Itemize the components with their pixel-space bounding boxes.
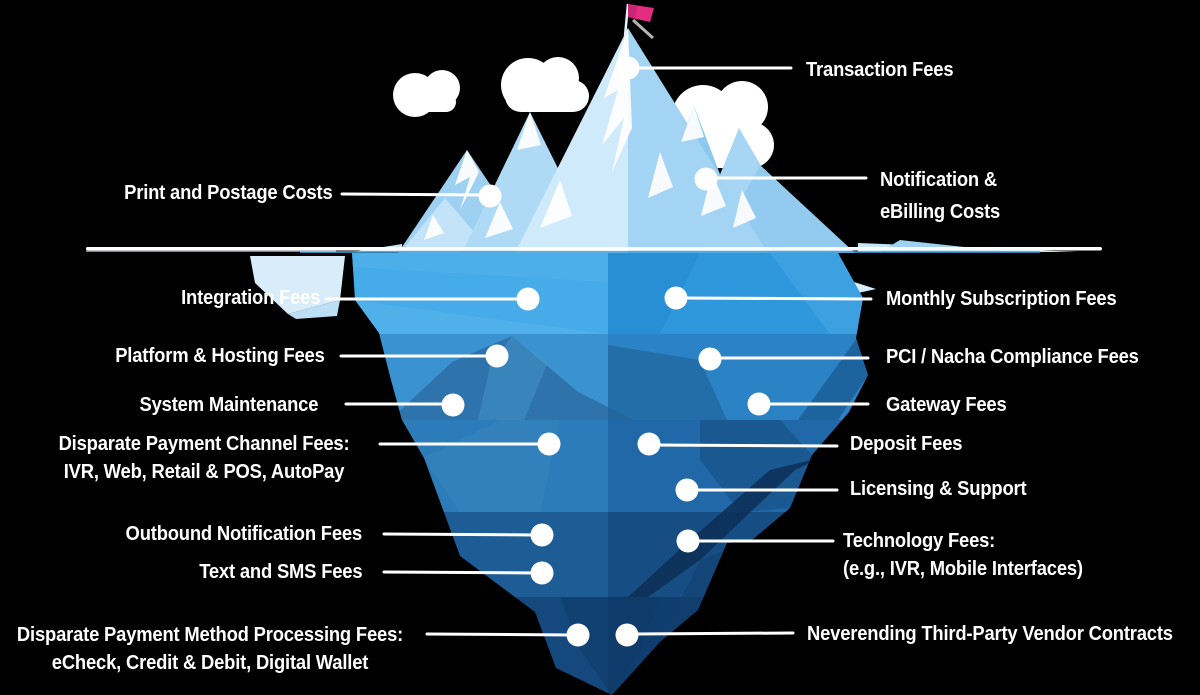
label-text: Print and Postage Costs — [124, 182, 334, 204]
label-text: Disparate Payment Method Processing Fees… — [16, 624, 404, 646]
label-text: Disparate Payment Channel Fees: — [58, 433, 350, 455]
label-text: Technology Fees: — [843, 530, 996, 552]
connector-deposit — [650, 443, 839, 448]
label-text: IVR, Web, Retail & POS, AutoPay — [63, 461, 345, 483]
connector-outbound — [382, 532, 540, 537]
label-platform-hosting-fees: Platform & Hosting Fees — [115, 343, 326, 370]
marker-dot-deposit — [637, 432, 661, 456]
marker-dot-platform — [485, 344, 509, 368]
label-text: Integration Fees — [180, 287, 320, 309]
label-text: PCI / Nacha Compliance Fees — [886, 346, 1139, 368]
connector-textsms — [382, 570, 540, 575]
label-text: (e.g., IVR, Mobile Interfaces) — [843, 558, 1083, 580]
label-transaction-fees: Transaction Fees — [806, 57, 954, 84]
label-text: Licensing & Support — [850, 478, 1027, 500]
marker-dot-channel — [537, 432, 561, 456]
label-text: Neverending Third-Party Vendor Contracts — [807, 623, 1173, 645]
label-integration-fees: Integration Fees — [181, 285, 320, 312]
cloud-left — [393, 70, 460, 117]
connector-method — [425, 632, 576, 637]
marker-dot-licensing — [675, 478, 699, 502]
label-text: Outbound Notification Fees — [125, 523, 363, 545]
connector-monthly — [677, 296, 873, 301]
label-disparate-payment-channel-fees: Disparate Payment Channel Fees: IVR, Web… — [33, 430, 375, 486]
label-monthly-subscription-fees: Monthly Subscription Fees — [886, 286, 1117, 313]
label-text: System Maintenance — [139, 394, 318, 416]
connector-print — [340, 192, 488, 197]
connector-neverending — [628, 631, 795, 636]
label-text: Transaction Fees — [806, 59, 954, 81]
label-print-postage-costs: Print and Postage Costs — [124, 180, 334, 207]
marker-dot-notification — [694, 167, 718, 191]
label-pci-nacha-compliance-fees: PCI / Nacha Compliance Fees — [886, 344, 1139, 371]
marker-dot-outbound — [530, 523, 554, 547]
cloud-mid — [501, 57, 589, 112]
label-outbound-notification-fees: Outbound Notification Fees — [125, 521, 363, 548]
flag-icon — [623, 3, 655, 40]
label-text: Deposit Fees — [850, 433, 963, 455]
label-system-maintenance: System Maintenance — [139, 392, 318, 419]
connector-lines — [324, 66, 873, 637]
marker-dot-technology — [676, 529, 700, 553]
marker-dot-method — [566, 623, 590, 647]
label-deposit-fees: Deposit Fees — [850, 431, 963, 458]
marker-dot-sysmaint — [441, 393, 465, 417]
label-text: Platform & Hosting Fees — [115, 345, 326, 367]
marker-dot-textsms — [530, 561, 554, 585]
label-neverending-third-party-vendor-contracts: Neverending Third-Party Vendor Contracts — [807, 621, 1173, 648]
marker-dot-neverending — [615, 623, 639, 647]
label-technology-fees: Technology Fees: (e.g., IVR, Mobile Inte… — [843, 527, 1083, 583]
label-text-sms-fees: Text and SMS Fees — [199, 559, 362, 586]
label-gateway-fees: Gateway Fees — [886, 392, 1007, 419]
label-text: Notification & — [880, 169, 998, 191]
label-notification-ebilling-costs: Notification & eBilling Costs — [880, 164, 1000, 228]
waterline — [86, 247, 1102, 253]
marker-dot-pci — [698, 347, 722, 371]
marker-dot-integration — [516, 287, 540, 311]
marker-dots — [441, 56, 771, 647]
label-text: eCheck, Credit & Debit, Digital Wallet — [51, 652, 369, 674]
label-text: Text and SMS Fees — [198, 561, 362, 583]
waterline-reflection — [250, 256, 876, 319]
marker-dot-print — [478, 184, 502, 208]
label-disparate-payment-method-processing-fees: Disparate Payment Method Processing Fees… — [17, 621, 403, 677]
label-text: eBilling Costs — [880, 201, 1001, 223]
label-licensing-support: Licensing & Support — [850, 476, 1027, 503]
marker-dot-transaction — [616, 56, 640, 80]
iceberg-below-water — [352, 253, 868, 695]
label-text: Monthly Subscription Fees — [886, 288, 1117, 310]
marker-dot-monthly — [664, 286, 688, 310]
marker-dot-gateway — [747, 392, 771, 416]
label-text: Gateway Fees — [886, 394, 1007, 416]
